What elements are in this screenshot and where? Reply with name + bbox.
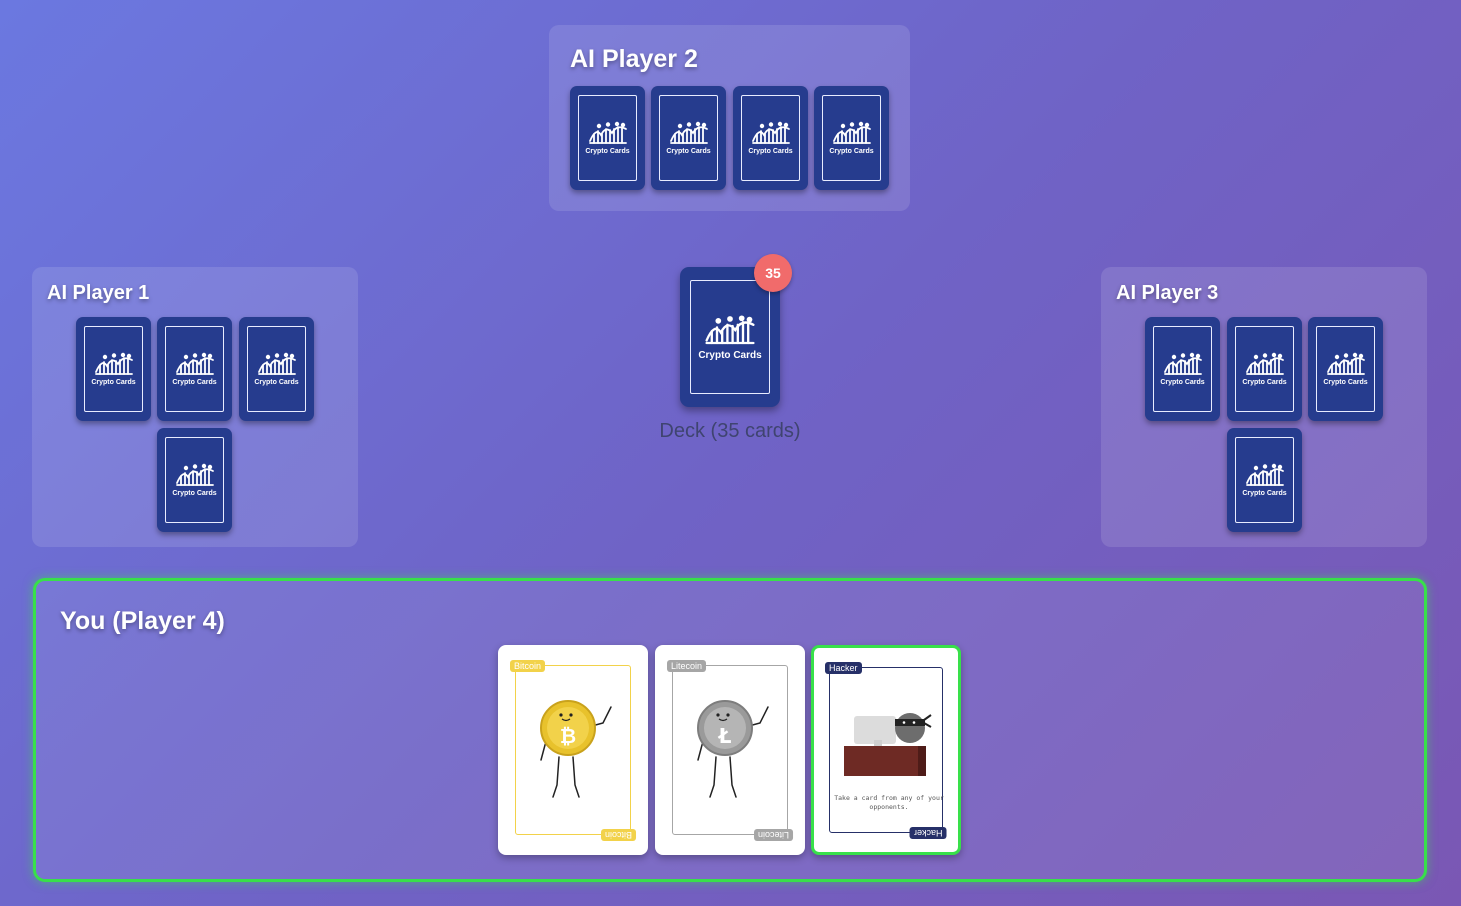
ai1-card-back: Crypto Cards — [157, 428, 232, 532]
card-back-brand-label: Crypto Cards — [254, 379, 299, 386]
ai2-card-back: Crypto Cards — [570, 86, 645, 190]
hacker-at-desk-icon — [844, 713, 932, 776]
card-label-bottom: Hacker — [910, 827, 947, 839]
card-back-face: Crypto Cards — [165, 437, 224, 523]
ai-player-3-name: AI Player 3 — [1116, 282, 1219, 304]
card-back-face: Crypto Cards — [659, 95, 718, 181]
ai2-card-back: Crypto Cards — [733, 86, 808, 190]
roller-coaster-icon — [1326, 352, 1365, 375]
card-back-brand-label: Crypto Cards — [91, 379, 136, 386]
deck-label: Deck (35 cards) — [659, 420, 801, 442]
roller-coaster-icon — [832, 121, 871, 144]
ai3-card-back: Crypto Cards — [1145, 317, 1220, 421]
card-back-brand-label: Crypto Cards — [172, 490, 217, 497]
ai-player-2-name: AI Player 2 — [570, 45, 698, 73]
card-label-top: Bitcoin — [510, 660, 546, 672]
card-back-brand-label: Crypto Cards — [1242, 490, 1287, 497]
roller-coaster-icon — [94, 352, 133, 375]
your-player-name: You (Player 4) — [60, 607, 225, 635]
card-back-brand-label: Crypto Cards — [172, 379, 217, 386]
card-back-brand-label: Crypto Cards — [666, 148, 711, 155]
ai1-card-back: Crypto Cards — [76, 317, 151, 421]
card-frame — [672, 665, 788, 835]
bitcoin-symbol: ₿ — [560, 724, 576, 748]
card-back-brand-label: Crypto Cards — [748, 148, 793, 155]
card-back-brand-label: Crypto Cards — [1323, 379, 1368, 386]
roller-coaster-icon — [257, 352, 296, 375]
litecoin-symbol: Ł — [718, 724, 732, 748]
ai1-card-back: Crypto Cards — [239, 317, 314, 421]
hand-card-bitcoin[interactable]: Bitcoin Bitcoin ₿ — [498, 645, 648, 855]
roller-coaster-icon — [588, 121, 627, 144]
card-back-face: Crypto Cards — [578, 95, 637, 181]
card-label-top: Hacker — [825, 662, 862, 674]
draw-deck[interactable]: Crypto Cards — [680, 267, 780, 407]
hand-card-hacker[interactable]: Hacker Hacker Take a card from any of yo… — [811, 645, 961, 855]
card-back-brand-label: Crypto Cards — [829, 148, 874, 155]
card-label-bottom: Litecoin — [753, 829, 793, 841]
litecoin-coin-character-icon: Ł — [697, 700, 769, 798]
roller-coaster-icon — [751, 121, 790, 144]
deck-brand-label: Crypto Cards — [698, 349, 762, 361]
card-back-face: Crypto Cards — [1153, 326, 1212, 412]
card-back-face: Crypto Cards — [822, 95, 881, 181]
hacker-card-description: Take a card from any of your opponents. — [834, 794, 944, 811]
roller-coaster-icon — [705, 314, 755, 344]
roller-coaster-icon — [175, 352, 214, 375]
ai2-card-back: Crypto Cards — [651, 86, 726, 190]
card-back-face: Crypto Cards — [1235, 437, 1294, 523]
roller-coaster-icon — [1163, 352, 1202, 375]
card-back-brand-label: Crypto Cards — [585, 148, 630, 155]
roller-coaster-icon — [175, 463, 214, 486]
bitcoin-coin-character-icon: ₿ — [540, 700, 612, 798]
card-label-top: Litecoin — [667, 660, 707, 672]
card-back-face: Crypto Cards — [84, 326, 143, 412]
card-back-brand-label: Crypto Cards — [1160, 379, 1205, 386]
deck-face: Crypto Cards — [690, 280, 770, 394]
ai2-card-back: Crypto Cards — [814, 86, 889, 190]
card-label-bottom: Bitcoin — [600, 829, 636, 841]
card-back-face: Crypto Cards — [741, 95, 800, 181]
ai3-card-back: Crypto Cards — [1308, 317, 1383, 421]
roller-coaster-icon — [1245, 463, 1284, 486]
card-back-face: Crypto Cards — [247, 326, 306, 412]
card-back-face: Crypto Cards — [165, 326, 224, 412]
card-frame — [515, 665, 631, 835]
card-back-brand-label: Crypto Cards — [1242, 379, 1287, 386]
card-frame — [829, 667, 943, 833]
card-back-face: Crypto Cards — [1316, 326, 1375, 412]
roller-coaster-icon — [669, 121, 708, 144]
ai-player-1-name: AI Player 1 — [47, 282, 150, 304]
ai1-card-back: Crypto Cards — [157, 317, 232, 421]
ai3-card-back: Crypto Cards — [1227, 317, 1302, 421]
ai3-card-back: Crypto Cards — [1227, 428, 1302, 532]
hand-card-litecoin[interactable]: Litecoin Litecoin Ł — [655, 645, 805, 855]
card-back-face: Crypto Cards — [1235, 326, 1294, 412]
roller-coaster-icon — [1245, 352, 1284, 375]
deck-count-badge: 35 — [754, 254, 792, 292]
